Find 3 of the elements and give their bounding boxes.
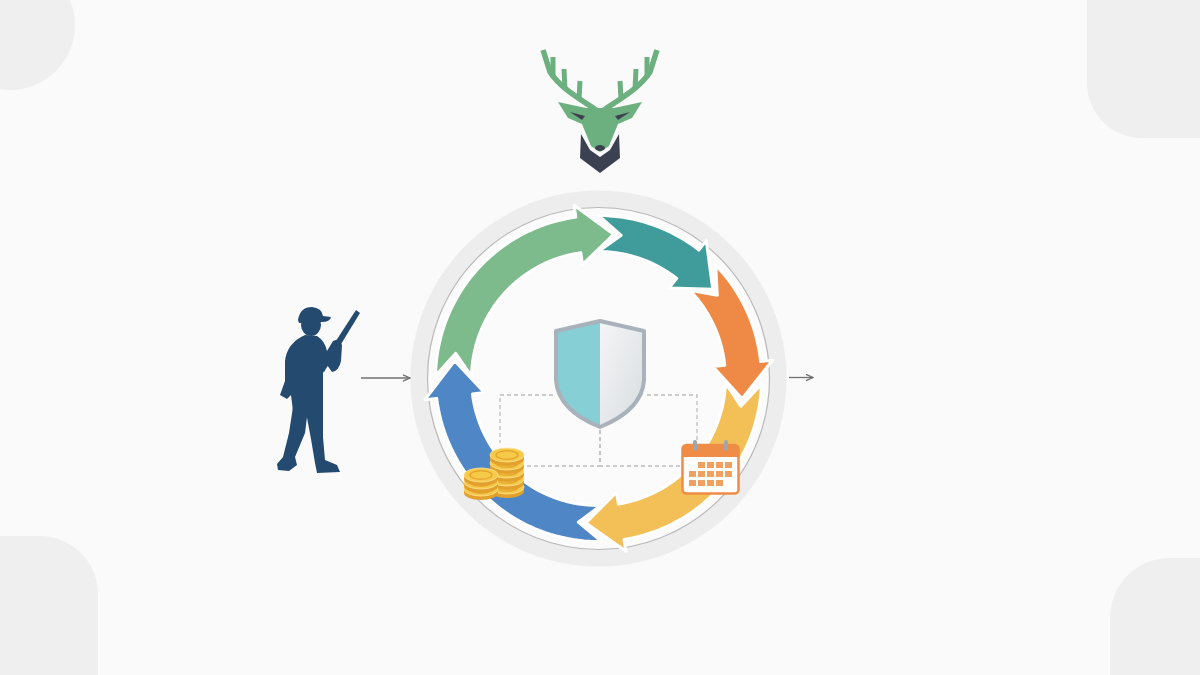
hunter-silhouette [275,305,361,475]
arrow [360,374,411,382]
arrow [788,373,814,382]
